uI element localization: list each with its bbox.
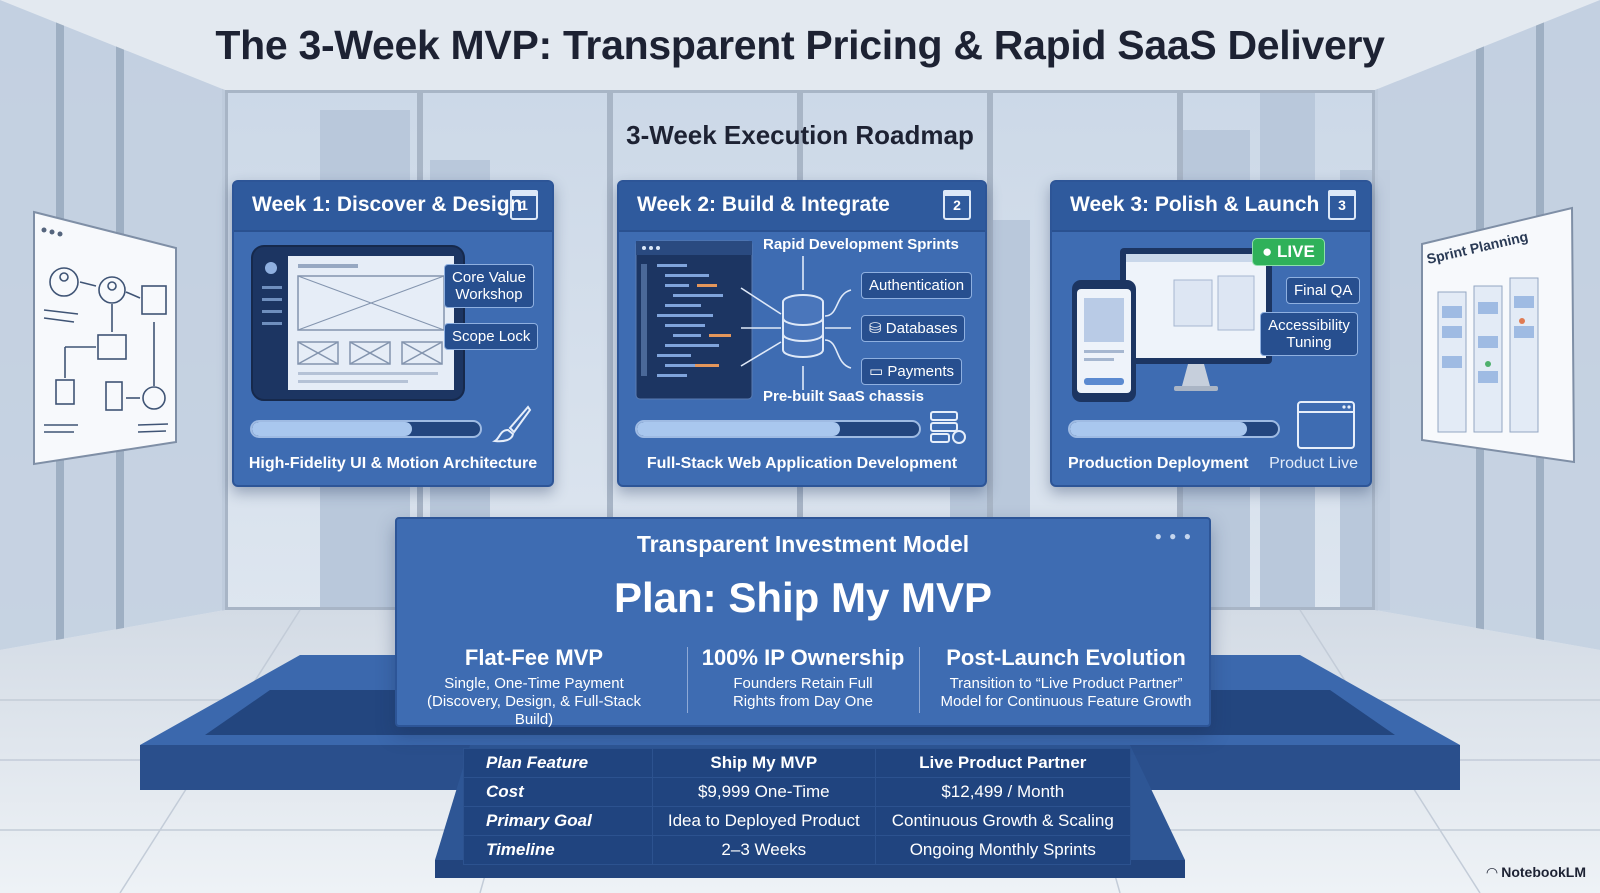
table-cell: 2–3 Weeks — [652, 835, 876, 865]
pillar-flat-fee: Flat-Fee MVP Single, One-Time Payment (D… — [409, 645, 659, 729]
pillar-post-launch: Post-Launch Evolution Transition to “Liv… — [933, 645, 1199, 711]
table-cell: Continuous Growth & Scaling — [874, 806, 1132, 836]
week-1-progress-fill — [252, 422, 412, 436]
table-header-cell: Plan Feature — [463, 748, 653, 778]
calendar-icon: 3 — [1328, 190, 1356, 220]
calendar-icon: 2 — [943, 190, 971, 220]
table-cell: Idea to Deployed Product — [652, 806, 876, 836]
pillar-divider — [687, 647, 688, 713]
table-header-cell: Live Product Partner — [874, 748, 1132, 778]
pillar-ip-ownership: 100% IP Ownership Founders Retain Full R… — [678, 645, 928, 711]
chip-databases: ⛁ Databases — [861, 315, 966, 342]
table-row: Timeline 2–3 Weeks Ongoing Monthly Sprin… — [463, 835, 1132, 865]
pillar-desc-1: Single, One-Time Payment — [444, 675, 624, 692]
database-icon — [740, 256, 852, 390]
chip-payments: ▭ Payments — [861, 358, 963, 385]
table-cell: $12,499 / Month — [874, 777, 1132, 807]
pillar-title: 100% IP Ownership — [701, 645, 905, 670]
code-editor-icon — [635, 240, 753, 400]
chip-scope-lock: Scope Lock — [444, 323, 539, 350]
sprint-planning-board: Sprint Planning — [1421, 206, 1576, 464]
investment-label: Transparent Investment Model — [636, 531, 970, 557]
calendar-icon: 1 — [510, 190, 538, 220]
flowchart-board — [33, 210, 177, 466]
week-2-header: Week 2: Build & Integrate 2 — [619, 182, 985, 232]
table-cell: $9,999 One-Time — [652, 777, 876, 807]
rapid-sprints-label: Rapid Development Sprints — [763, 236, 959, 253]
page-title: The 3-Week MVP: Transparent Pricing & Ra… — [215, 22, 1385, 68]
week-1-title: Week 1: Discover & Design — [252, 193, 523, 216]
chip-accessibility-tuning: Accessibility Tuning — [1260, 312, 1358, 356]
investment-panel: ● ● ● Transparent Investment Model Plan:… — [395, 517, 1211, 729]
window-dots-icon: ● ● ● — [1154, 529, 1193, 543]
tablet-wireframe-icon — [251, 245, 465, 401]
table-header-cell: Ship My MVP — [652, 748, 876, 778]
chip-core-value-workshop: Core Value Workshop — [444, 264, 534, 308]
week-3-card: Week 3: Polish & Launch 3 ● LIVE Final Q… — [1050, 180, 1372, 487]
table-cell: Ongoing Monthly Sprints — [874, 835, 1132, 865]
week-3-footer-left: Production Deployment — [1068, 455, 1249, 472]
chip-final-qa: Final QA — [1286, 277, 1361, 304]
pillar-desc-2: Model for Continuous Feature Growth — [940, 693, 1192, 710]
paintbrush-icon — [492, 405, 532, 443]
table-row-label: Timeline — [463, 835, 653, 865]
plan-name: Plan: Ship My MVP — [613, 574, 993, 621]
week-3-progress-bar — [1068, 420, 1280, 438]
roadmap-title: 3-Week Execution Roadmap — [626, 120, 974, 150]
pillar-desc-2: Rights from Day One — [732, 693, 874, 710]
server-gear-icon — [930, 411, 966, 444]
week-3-footer-right: Product Live — [1269, 455, 1358, 472]
pillar-desc-1: Transition to “Live Product Partner” — [949, 675, 1183, 692]
week-1-footer: High-Fidelity UI & Motion Architecture — [248, 455, 538, 472]
week-1-header: Week 1: Discover & Design 1 — [234, 182, 552, 232]
pillar-title: Post-Launch Evolution — [946, 645, 1186, 670]
week-1-progress-bar — [250, 420, 482, 438]
table-row: Primary Goal Idea to Deployed Product Co… — [463, 806, 1132, 836]
table-row-label: Cost — [463, 777, 653, 807]
notebooklm-logo-icon: ◠ — [1486, 864, 1502, 880]
table-row: Cost $9,999 One-Time $12,499 / Month — [463, 777, 1132, 807]
table-header-row: Plan Feature Ship My MVP Live Product Pa… — [463, 748, 1132, 778]
pricing-table: Plan Feature Ship My MVP Live Product Pa… — [463, 748, 1132, 865]
browser-window-icon — [1297, 401, 1355, 449]
week-3-header: Week 3: Polish & Launch 3 — [1052, 182, 1370, 232]
week-2-progress-bar — [635, 420, 921, 438]
week-2-title: Week 2: Build & Integrate — [637, 193, 890, 216]
week-2-card: Week 2: Build & Integrate 2 Rapid Develo… — [617, 180, 987, 487]
week-3-progress-fill — [1070, 422, 1247, 436]
week-3-title: Week 3: Polish & Launch — [1070, 193, 1320, 216]
prebuilt-chassis-label: Pre-built SaaS chassis — [763, 388, 924, 405]
card-icon: ▭ — [869, 363, 888, 380]
week-1-card: Week 1: Discover & Design 1 Core Value W… — [232, 180, 554, 487]
week-2-footer: Full-Stack Web Application Development — [646, 455, 958, 472]
live-badge: ● LIVE — [1252, 238, 1325, 266]
devices-preview-icon — [1072, 248, 1272, 402]
pillar-divider — [919, 647, 920, 713]
live-dot-icon: ● — [1262, 242, 1277, 261]
database-small-icon: ⛁ — [869, 320, 886, 337]
pillar-desc-2: (Discovery, Design, & Full-Stack Build) — [427, 693, 641, 728]
brand-label: ◠ NotebookLM — [1486, 864, 1586, 880]
chip-authentication: Authentication — [861, 272, 973, 299]
pillar-title: Flat-Fee MVP — [464, 645, 604, 670]
pillar-desc-1: Founders Retain Full — [733, 675, 873, 692]
table-row-label: Primary Goal — [463, 806, 653, 836]
week-2-progress-fill — [637, 422, 841, 436]
